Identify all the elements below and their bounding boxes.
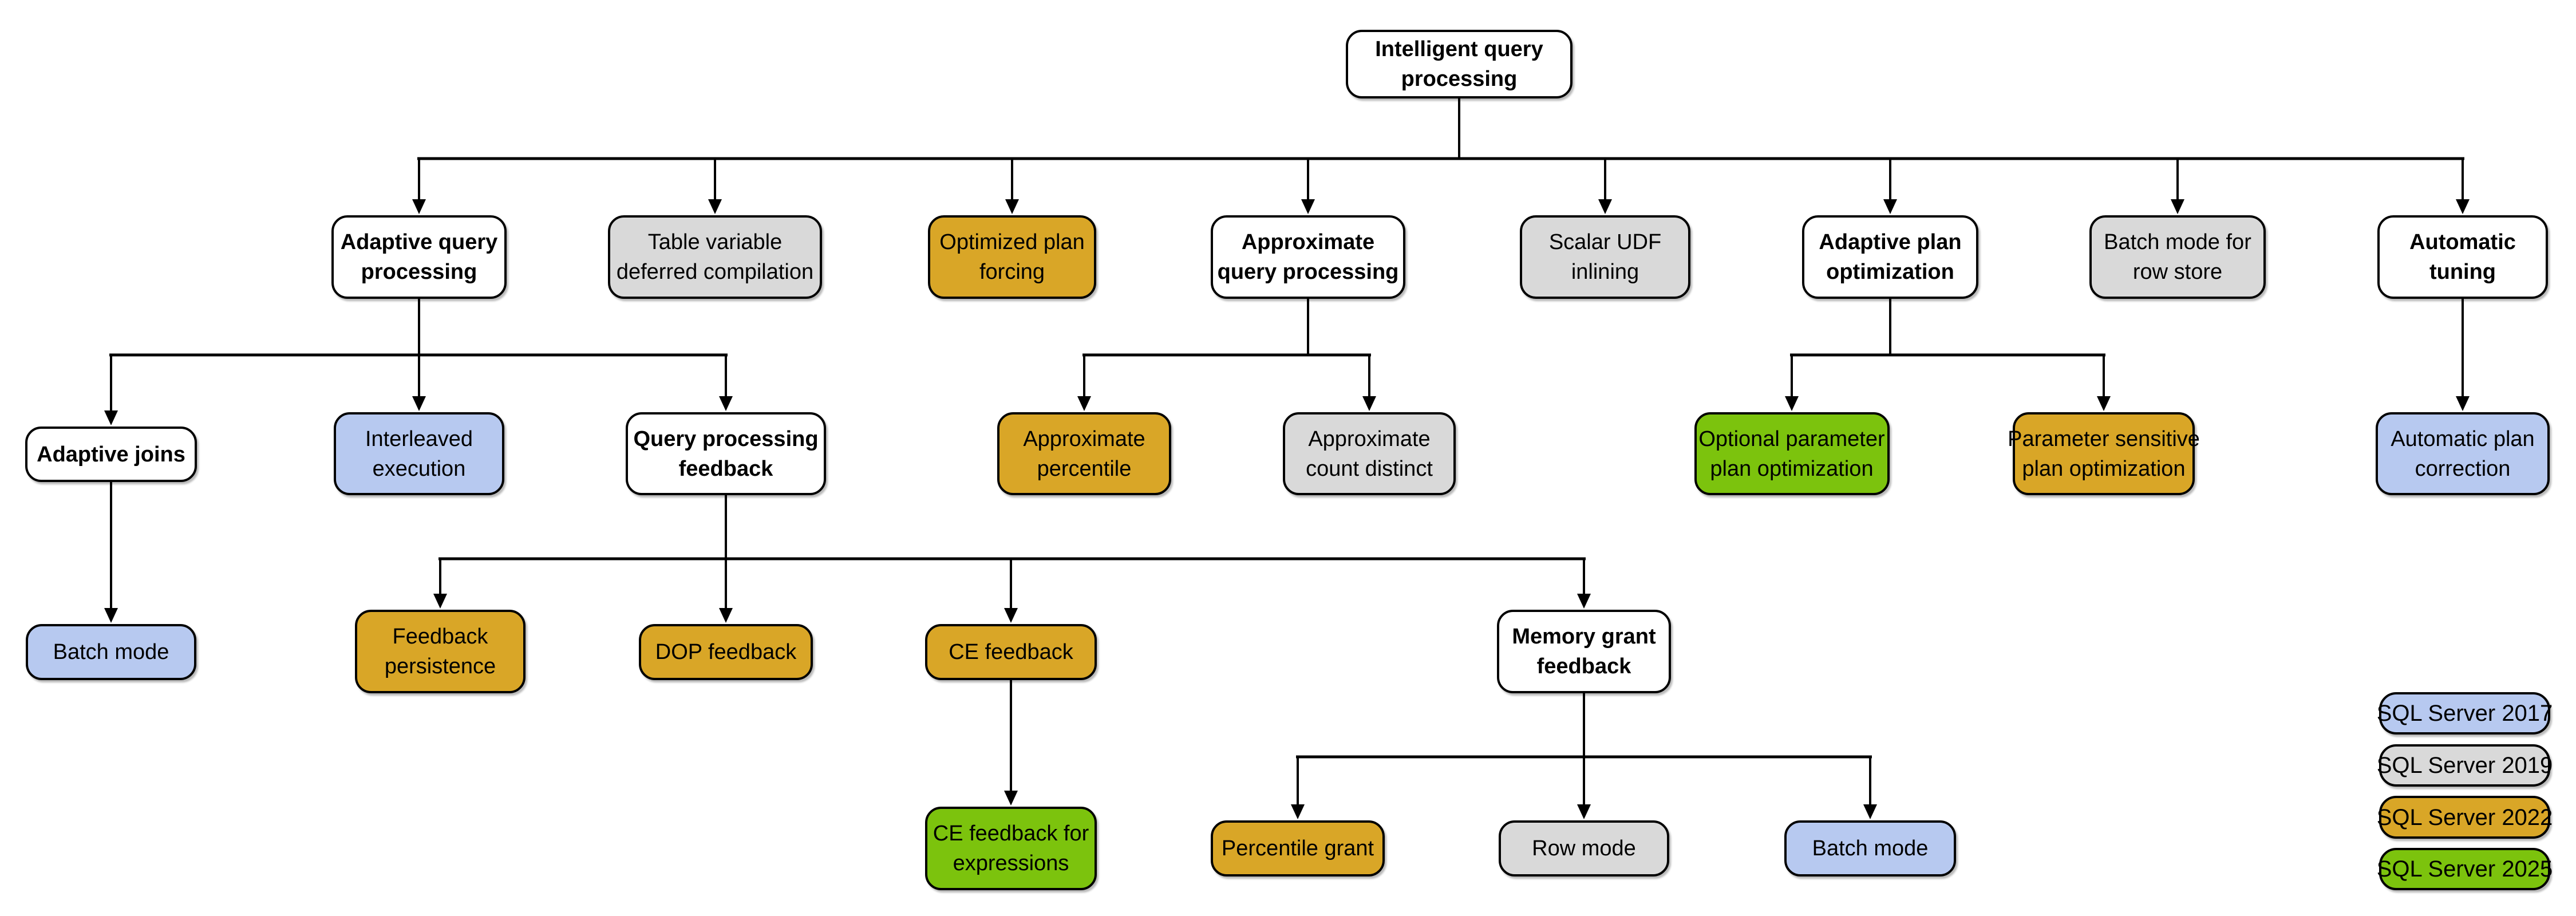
node-label: Adaptive query processing xyxy=(340,230,498,284)
node-label: Batch mode xyxy=(1812,836,1929,860)
node-interleaved-execution: Interleaved execution xyxy=(334,412,504,495)
node-label: Automatic plan correction xyxy=(2391,427,2535,481)
node-automatic-plan-correction: Automatic plan correction xyxy=(2376,412,2550,495)
node-label: Percentile grant xyxy=(1221,836,1374,860)
node-label: Optimized plan forcing xyxy=(939,230,1085,284)
node-approximate-query-processing: Approximate query processing xyxy=(1211,215,1405,299)
node-label: Feedback persistence xyxy=(384,625,496,678)
node-intelligent-query-processing: Intelligent query processing xyxy=(1346,30,1573,98)
node-label: Table variable deferred compilation xyxy=(616,230,814,284)
node-batch-mode-memory-grant: Batch mode xyxy=(1784,820,1956,876)
node-label: Adaptive joins xyxy=(37,442,185,467)
legend-item-label: SQL Server 2017 xyxy=(2376,701,2553,726)
node-ce-feedback: CE feedback xyxy=(925,624,1097,680)
legend-item-sql-server-2017: SQL Server 2017 xyxy=(2376,692,2553,735)
node-label: Approximate count distinct xyxy=(1306,427,1433,481)
node-ce-feedback-for-expressions: CE feedback for expressions xyxy=(925,807,1097,890)
node-batch-mode-for-row-store: Batch mode for row store xyxy=(2089,215,2266,299)
node-adaptive-query-processing: Adaptive query processing xyxy=(331,215,507,299)
node-optimized-plan-forcing: Optimized plan forcing xyxy=(928,215,1096,299)
legend-item-sql-server-2022: SQL Server 2022 xyxy=(2376,796,2553,839)
node-dop-feedback: DOP feedback xyxy=(639,624,813,680)
node-batch-mode-adaptive-joins: Batch mode xyxy=(26,624,196,680)
node-label: Batch mode for row store xyxy=(2104,230,2251,284)
node-label: Batch mode xyxy=(53,640,169,664)
node-label: Approximate query processing xyxy=(1217,230,1399,284)
node-label: Scalar UDF inlining xyxy=(1548,230,1662,284)
node-label: Optional parameter plan optimization xyxy=(1698,427,1885,481)
node-label: Automatic tuning xyxy=(2409,230,2516,284)
legend-item-sql-server-2025: SQL Server 2025 xyxy=(2376,848,2553,890)
node-label: Interleaved execution xyxy=(365,427,473,481)
node-approximate-percentile: Approximate percentile xyxy=(997,412,1171,495)
node-query-processing-feedback: Query processing feedback xyxy=(626,412,826,495)
node-percentile-grant: Percentile grant xyxy=(1211,820,1385,876)
node-parameter-sensitive-plan-optimization: Parameter sensitive plan optimization xyxy=(2008,412,2200,495)
node-label: Memory grant feedback xyxy=(1512,625,1656,678)
node-label: CE feedback xyxy=(949,640,1073,664)
node-table-variable-deferred-compilation: Table variable deferred compilation xyxy=(608,215,822,299)
node-label: Row mode xyxy=(1532,836,1636,860)
node-label: DOP feedback xyxy=(655,640,797,664)
legend-item-label: SQL Server 2025 xyxy=(2376,856,2553,882)
legend-item-label: SQL Server 2022 xyxy=(2376,804,2553,830)
node-adaptive-joins: Adaptive joins xyxy=(25,427,197,482)
legend-item-sql-server-2019: SQL Server 2019 xyxy=(2376,744,2553,787)
node-label: Parameter sensitive plan optimization xyxy=(2008,427,2200,481)
node-automatic-tuning: Automatic tuning xyxy=(2377,215,2548,299)
node-optional-parameter-plan-optimization: Optional parameter plan optimization xyxy=(1694,412,1890,495)
node-memory-grant-feedback: Memory grant feedback xyxy=(1497,610,1671,693)
node-label: CE feedback for expressions xyxy=(933,822,1089,875)
node-label: Query processing feedback xyxy=(633,427,819,481)
node-adaptive-plan-optimization: Adaptive plan optimization xyxy=(1802,215,1978,299)
node-row-mode: Row mode xyxy=(1499,820,1669,876)
legend-item-label: SQL Server 2019 xyxy=(2376,753,2553,778)
node-label: Approximate percentile xyxy=(1023,427,1145,481)
node-approximate-count-distinct: Approximate count distinct xyxy=(1283,412,1456,495)
node-label: Intelligent query processing xyxy=(1375,37,1543,91)
node-scalar-udf-inlining: Scalar UDF inlining xyxy=(1520,215,1690,299)
node-label: Adaptive plan optimization xyxy=(1819,230,1962,284)
node-feedback-persistence: Feedback persistence xyxy=(355,610,526,693)
